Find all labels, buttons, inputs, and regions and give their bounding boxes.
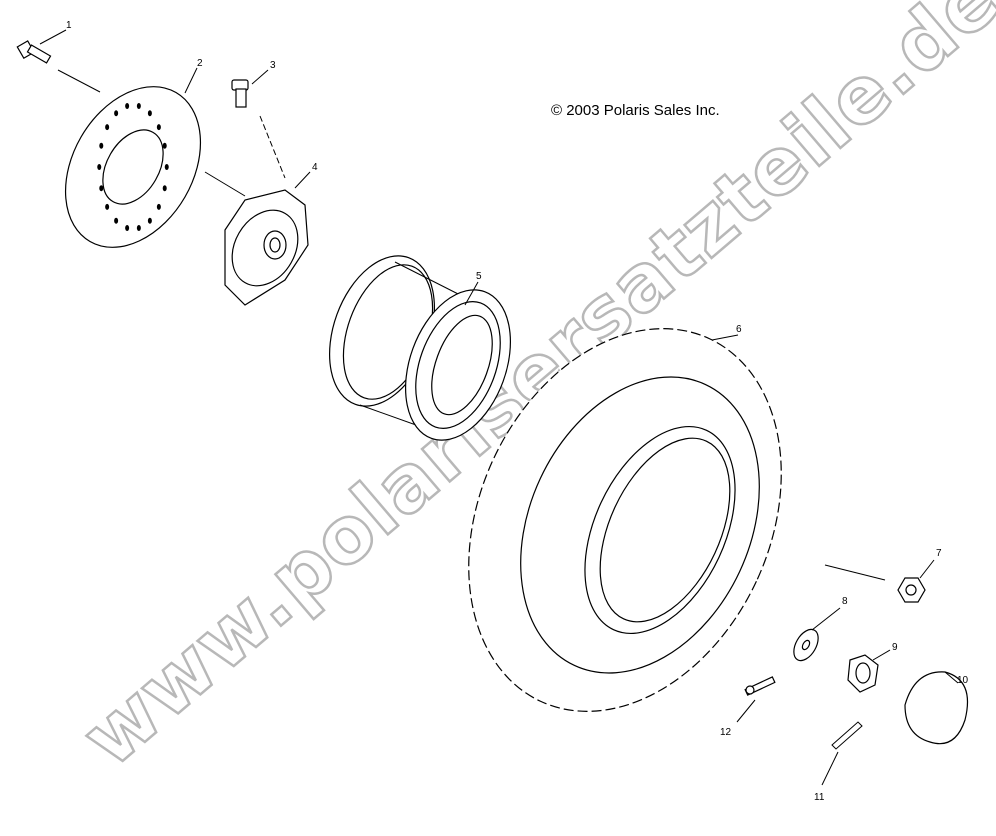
disc-hole bbox=[164, 164, 169, 170]
copyright-text: © 2003 Polaris Sales Inc. bbox=[551, 102, 720, 119]
disc-hole bbox=[97, 164, 102, 170]
bolt-part-3 bbox=[231, 69, 286, 179]
callout-3: 3 bbox=[270, 60, 276, 71]
disc-hole bbox=[125, 102, 130, 109]
valve-stem-part-12 bbox=[736, 676, 776, 723]
disc-hole bbox=[136, 102, 141, 109]
disc-hole bbox=[136, 225, 141, 232]
disc-hole bbox=[156, 124, 161, 131]
callout-12: 12 bbox=[720, 727, 732, 738]
callout-11: 11 bbox=[814, 792, 825, 803]
callout-5: 5 bbox=[476, 271, 482, 282]
disc-hole bbox=[125, 225, 130, 232]
disc-hole bbox=[147, 110, 152, 117]
disc-hole bbox=[147, 217, 152, 224]
bolt-part-1 bbox=[16, 29, 101, 93]
washer-part-8 bbox=[793, 607, 841, 662]
brake-disc-part-2 bbox=[64, 67, 246, 248]
lug-nut-part-7 bbox=[824, 559, 935, 603]
hub-cap-part-10 bbox=[904, 671, 969, 745]
callout-8: 8 bbox=[842, 596, 848, 607]
callout-2: 2 bbox=[197, 58, 203, 69]
hub-part-4 bbox=[224, 171, 311, 306]
disc-hole bbox=[99, 142, 104, 149]
disc-hole bbox=[114, 110, 119, 117]
disc-hole bbox=[99, 185, 104, 192]
disc-hole bbox=[162, 142, 167, 149]
callout-4: 4 bbox=[312, 162, 318, 173]
tire-part-6 bbox=[468, 328, 782, 712]
disc-hole bbox=[156, 203, 161, 210]
hex-nut-part-9 bbox=[847, 649, 891, 693]
callout-1: 1 bbox=[66, 20, 72, 31]
callout-9: 9 bbox=[892, 642, 898, 653]
callout-7: 7 bbox=[936, 548, 942, 559]
disc-hole bbox=[114, 217, 119, 224]
cotter-pin-part-11 bbox=[821, 721, 863, 786]
callout-6: 6 bbox=[736, 324, 742, 335]
disc-hole bbox=[162, 185, 167, 192]
disc-hole bbox=[105, 124, 110, 131]
callout-10: 10 bbox=[957, 675, 969, 686]
disc-hole bbox=[105, 203, 110, 210]
rim-part-5 bbox=[328, 255, 512, 441]
